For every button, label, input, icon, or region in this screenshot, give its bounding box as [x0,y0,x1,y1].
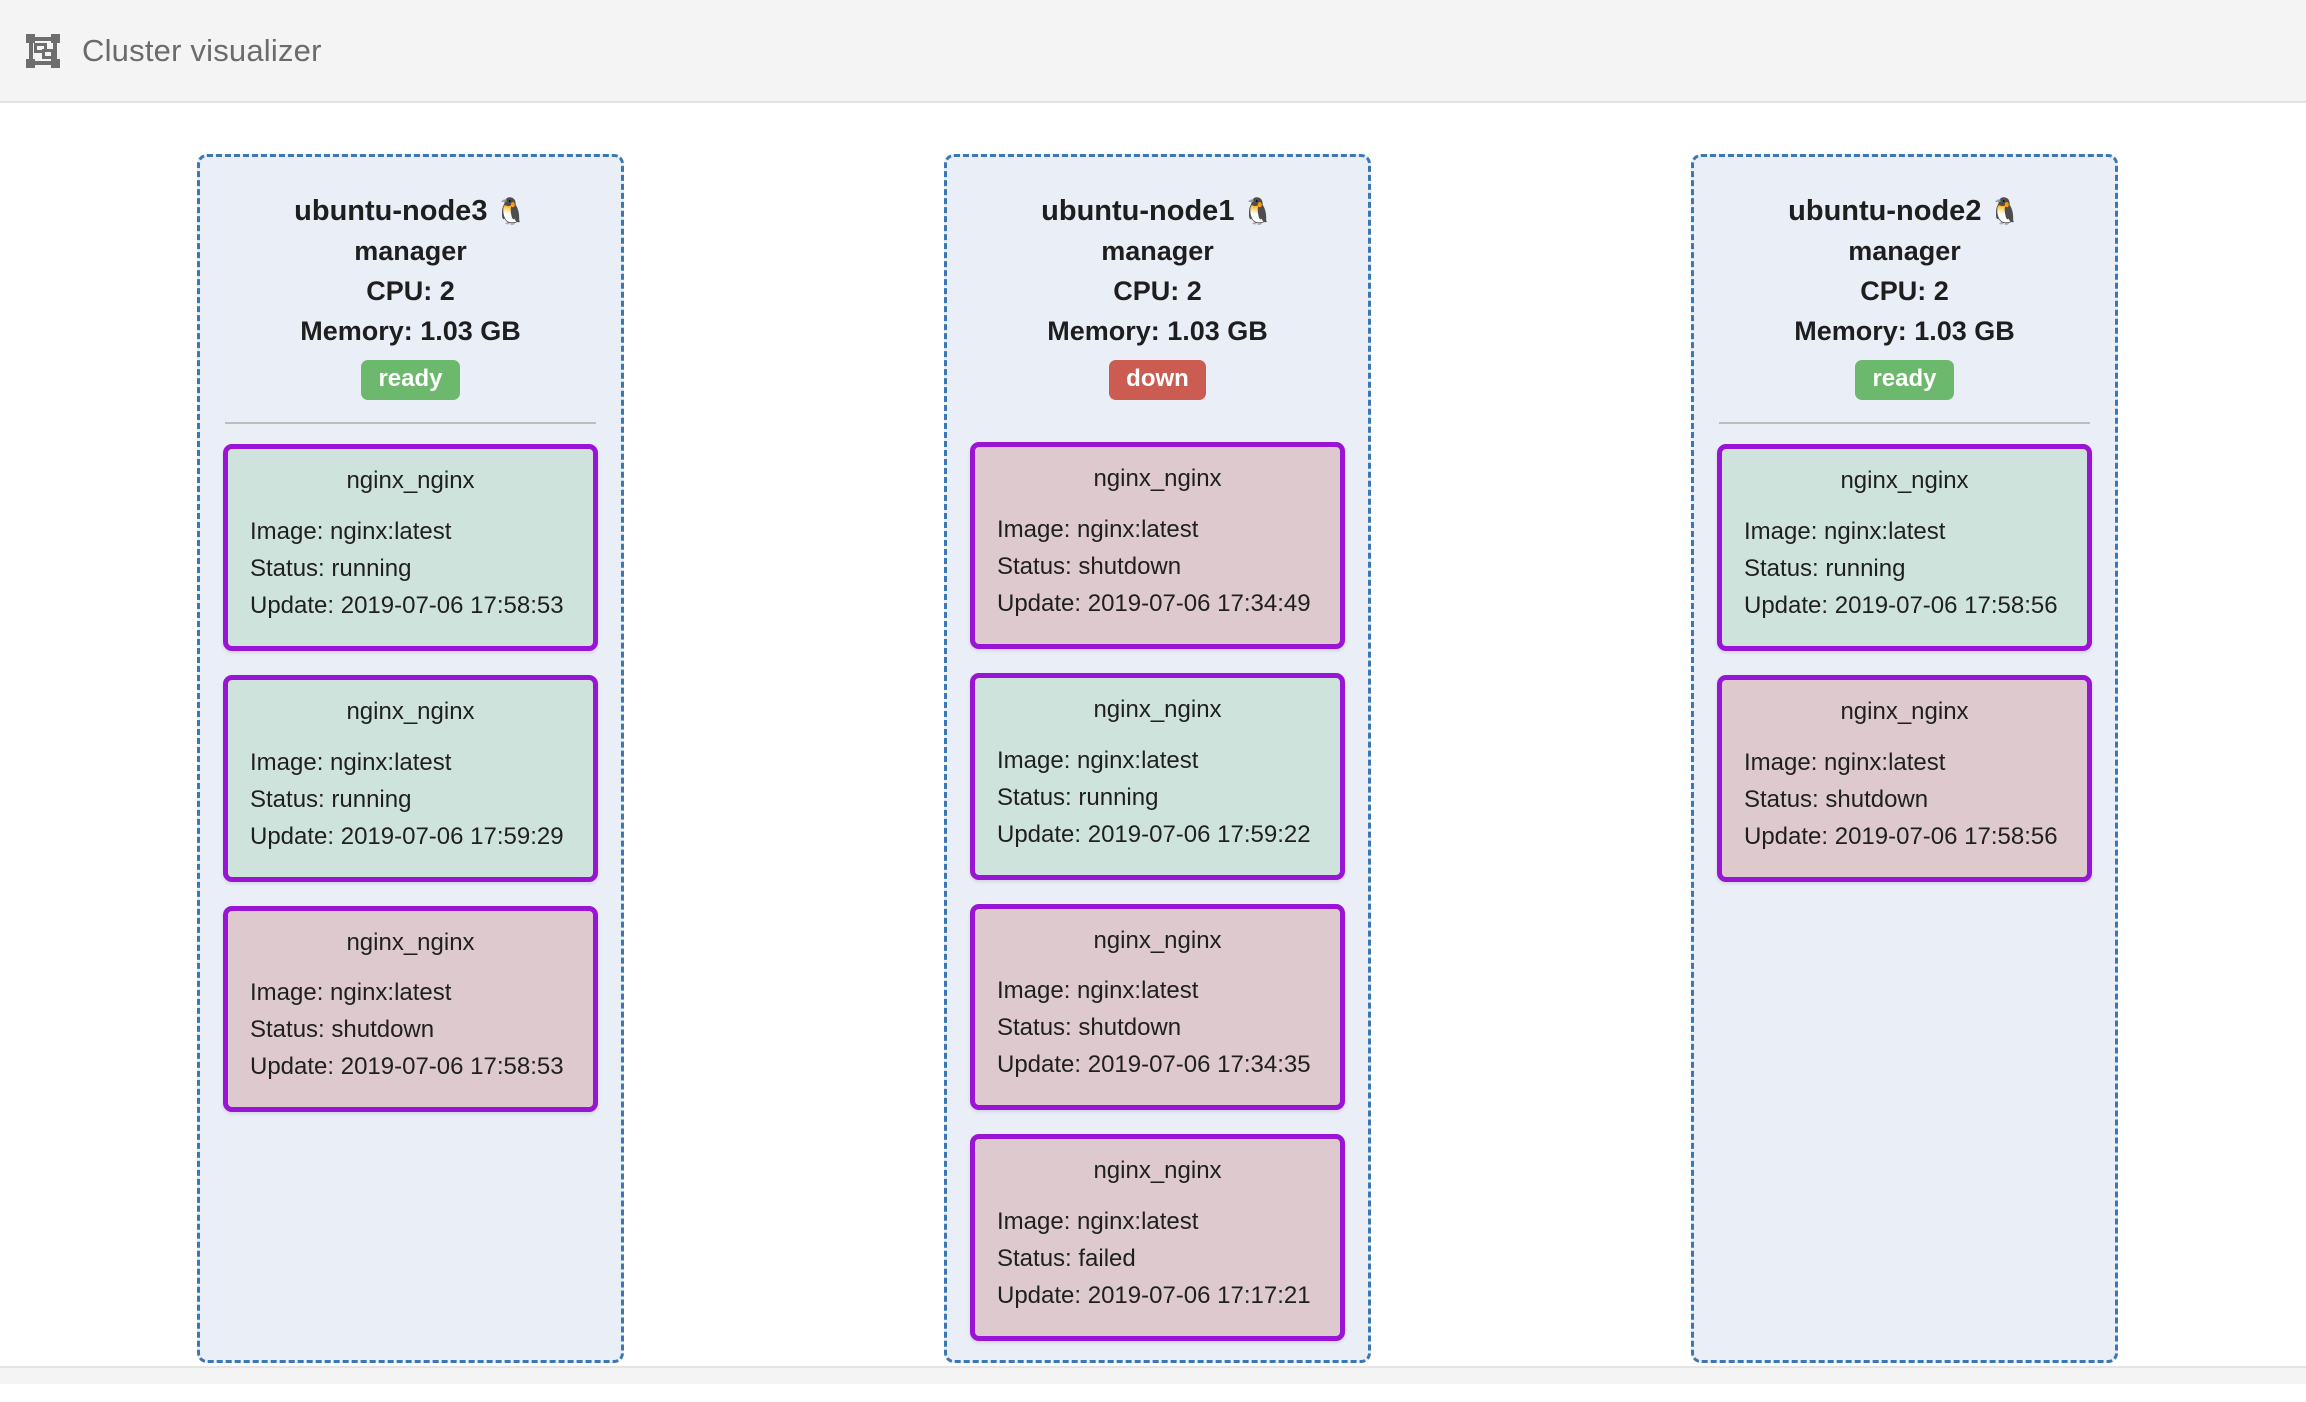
node-status-badge-wrap: ready [223,360,598,400]
task-image: Image: nginx:latest [997,515,1199,543]
node-cpu: CPU: 2 [1113,276,1202,306]
task-status: Status: shutdown [250,1016,435,1044]
task-update: Update: 2019-07-06 17:34:49 [997,589,1311,617]
status-badge: down [1109,360,1206,400]
task-image: Image: nginx:latest [997,746,1199,774]
node-name: ubuntu-node2🐧 [1717,191,2092,231]
task-name: nginx_nginx [1093,695,1222,723]
task-image: Image: nginx:latest [250,748,452,776]
node-name-text: ubuntu-node2 [1788,195,1982,227]
header-divider [225,422,596,424]
task-update: Update: 2019-07-06 17:58:56 [1744,591,2058,619]
node-status-badge-wrap: down [970,360,1345,400]
task-name: nginx_nginx [1840,467,1969,494]
task-status: Status: running [997,783,1159,811]
node-role: manager [1101,236,1214,266]
task-status: Status: shutdown [1744,785,1929,813]
node-name-text: ubuntu-node1 [1041,195,1235,227]
task-image: Image: nginx:latest [250,517,452,545]
task-name: nginx_nginx [1840,697,1969,725]
node-status-badge-wrap: ready [1717,360,2092,400]
node-memory: Memory: 1.03 GB [1047,316,1268,346]
task-update: Update: 2019-07-06 17:34:35 [997,1051,1311,1079]
task-image: Image: nginx:latest [997,977,1199,1005]
header-divider [1719,422,2090,424]
node-cpu: CPU: 2 [1860,276,1949,306]
node-role: manager [354,236,467,266]
page-title: Cluster visualizer [82,32,322,68]
task-status: Status: shutdown [997,552,1182,580]
node-name: ubuntu-node1🐧 [970,191,1345,231]
task-name: nginx_nginx [346,697,475,725]
task-status: Status: running [250,554,412,582]
task-name: nginx_nginx [346,928,475,956]
node-name-text: ubuntu-node3 [294,195,488,227]
task-name: nginx_nginx [1093,1157,1222,1185]
task-update: Update: 2019-07-06 17:17:21 [997,1282,1311,1310]
node-name: ubuntu-node3🐧 [223,191,598,231]
task-status: Status: failed [997,1245,1136,1273]
task-update: Update: 2019-07-06 17:58:56 [1744,822,2058,850]
task-image: Image: nginx:latest [1744,748,1946,776]
task-name: nginx_nginx [1093,926,1222,954]
visualizer-frame-icon [26,33,60,68]
linux-penguin-icon: 🐧 [1988,196,2021,226]
task-update: Update: 2019-07-06 17:59:22 [997,820,1311,848]
task-update: Update: 2019-07-06 17:58:53 [250,1053,564,1081]
task-status: Status: shutdown [997,1014,1182,1042]
task-update: Update: 2019-07-06 17:58:53 [250,591,564,619]
task-image: Image: nginx:latest [997,1208,1199,1236]
status-badge: ready [1855,360,1954,400]
task-image: Image: nginx:latest [250,979,452,1007]
task-name: nginx_nginx [1093,465,1222,492]
node-role: manager [1848,236,1961,266]
node-cpu: CPU: 2 [366,276,455,306]
footer-bar [0,1366,2306,1384]
status-badge: ready [361,360,460,400]
linux-penguin-icon: 🐧 [1241,196,1274,226]
task-image: Image: nginx:latest [1744,517,1946,545]
linux-penguin-icon: 🐧 [494,196,527,226]
node-memory: Memory: 1.03 GB [300,316,521,346]
task-update: Update: 2019-07-06 17:59:29 [250,822,564,850]
task-name: nginx_nginx [346,467,475,494]
node-memory: Memory: 1.03 GB [1794,316,2015,346]
app-header: Cluster visualizer [0,0,2306,103]
task-status: Status: running [1744,554,1906,582]
task-status: Status: running [250,785,412,813]
